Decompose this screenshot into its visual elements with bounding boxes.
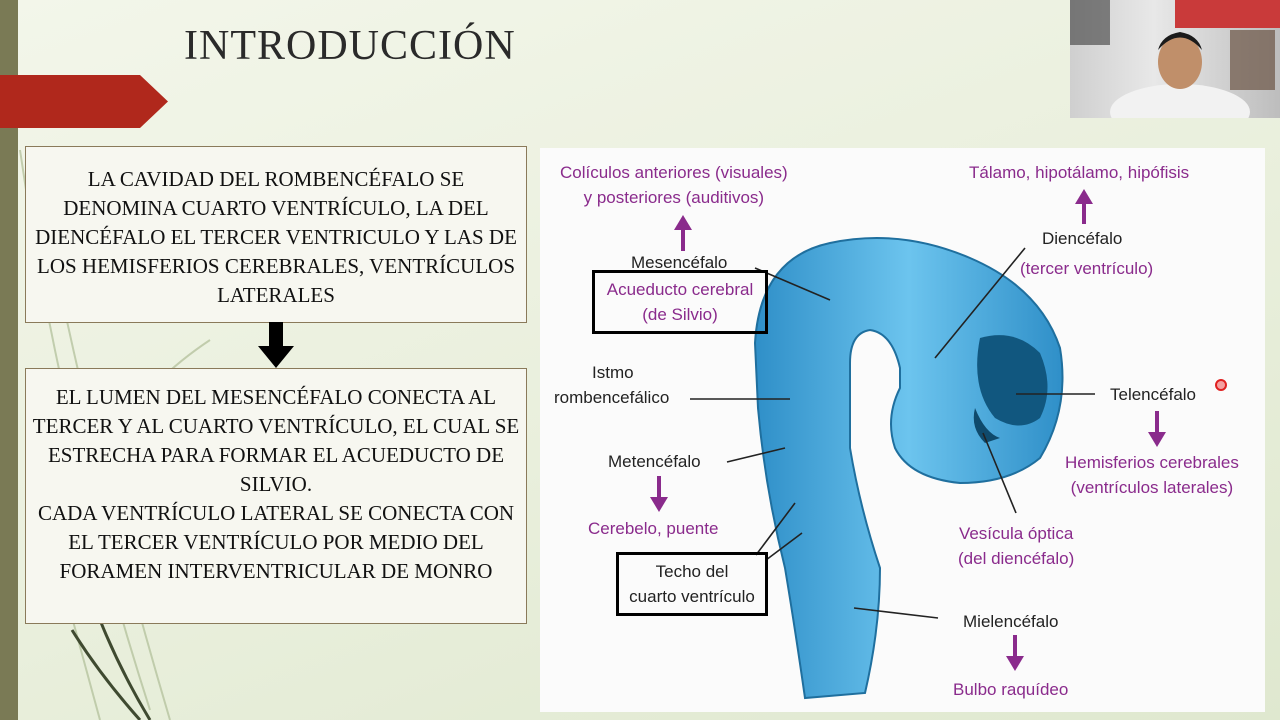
label-mesencefalo: Mesencéfalo [631,253,728,272]
label-metencefalo: Metencéfalo [608,452,701,471]
down-arrow-icon [258,322,294,368]
box1-text: LA CAVIDAD DEL ROMBENCÉFALO SE DENOMINA … [35,167,517,307]
label-diencefalo: Diencéfalo [1042,229,1123,248]
brain-vesicles-diagram: Colículos anteriores (visuales) y poster… [540,148,1265,712]
label-istmo: Istmo rombencefálico [554,360,669,410]
text-box-rombencefalo: LA CAVIDAD DEL ROMBENCÉFALO SE DENOMINA … [25,146,527,323]
label-vesicula: Vesícula óptica (del diencéfalo) [958,521,1074,571]
label-acueducto-1: Acueducto cerebral [606,280,754,299]
label-istmo-1: Istmo [592,363,634,382]
label-vesicula-2: (del diencéfalo) [958,549,1075,568]
box2-text-2: CADA VENTRÍCULO LATERAL SE CONECTA CON E… [37,501,515,583]
red-arrow-banner [0,75,168,128]
label-acueducto: Acueducto cerebral (de Silvio) [592,270,768,334]
label-cerebelo: Cerebelo, puente [588,519,719,538]
label-talamo: Tálamo, hipotálamo, hipófisis [969,163,1190,182]
left-edge-strip [0,0,18,720]
label-istmo-2: rombencefálico [554,388,670,407]
label-vesicula-1: Vesícula óptica [958,524,1074,543]
laser-pointer-icon [1215,379,1227,391]
label-techo: Techo del cuarto ventrículo [616,552,768,616]
neural-tube-illustration [650,189,1166,700]
box2-text-1: EL LUMEN DEL MESENCÉFALO CONECTA AL TERC… [32,385,520,496]
label-mielencefalo: Mielencéfalo [963,612,1059,631]
label-hemisferios-1: Hemisferios cerebrales [1065,453,1239,472]
text-box-mesencefalo: EL LUMEN DEL MESENCÉFALO CONECTA AL TERC… [25,368,527,624]
label-hemisferios-2: (ventrículos laterales) [1070,478,1234,497]
label-coliculos-1: Colículos anteriores (visuales) [560,163,788,182]
label-acueducto-2: (de Silvio) [642,305,718,324]
slide-title: INTRODUCCIÓN [184,23,516,69]
label-bulbo: Bulbo raquídeo [953,680,1069,699]
label-coliculos-2: y posteriores (auditivos) [583,188,765,207]
label-techo-1: Techo del [655,562,729,581]
label-techo-2: cuarto ventrículo [629,587,755,606]
presenter-avatar-icon [1070,0,1280,118]
presenter-webcam-overlay [1070,0,1280,118]
label-hemisferios: Hemisferios cerebrales (ventrículos late… [1065,450,1239,500]
label-telencefalo: Telencéfalo [1110,385,1197,404]
label-coliculos: Colículos anteriores (visuales) y poster… [560,160,788,210]
label-tercer-ventriculo: (tercer ventrículo) [1020,259,1154,278]
